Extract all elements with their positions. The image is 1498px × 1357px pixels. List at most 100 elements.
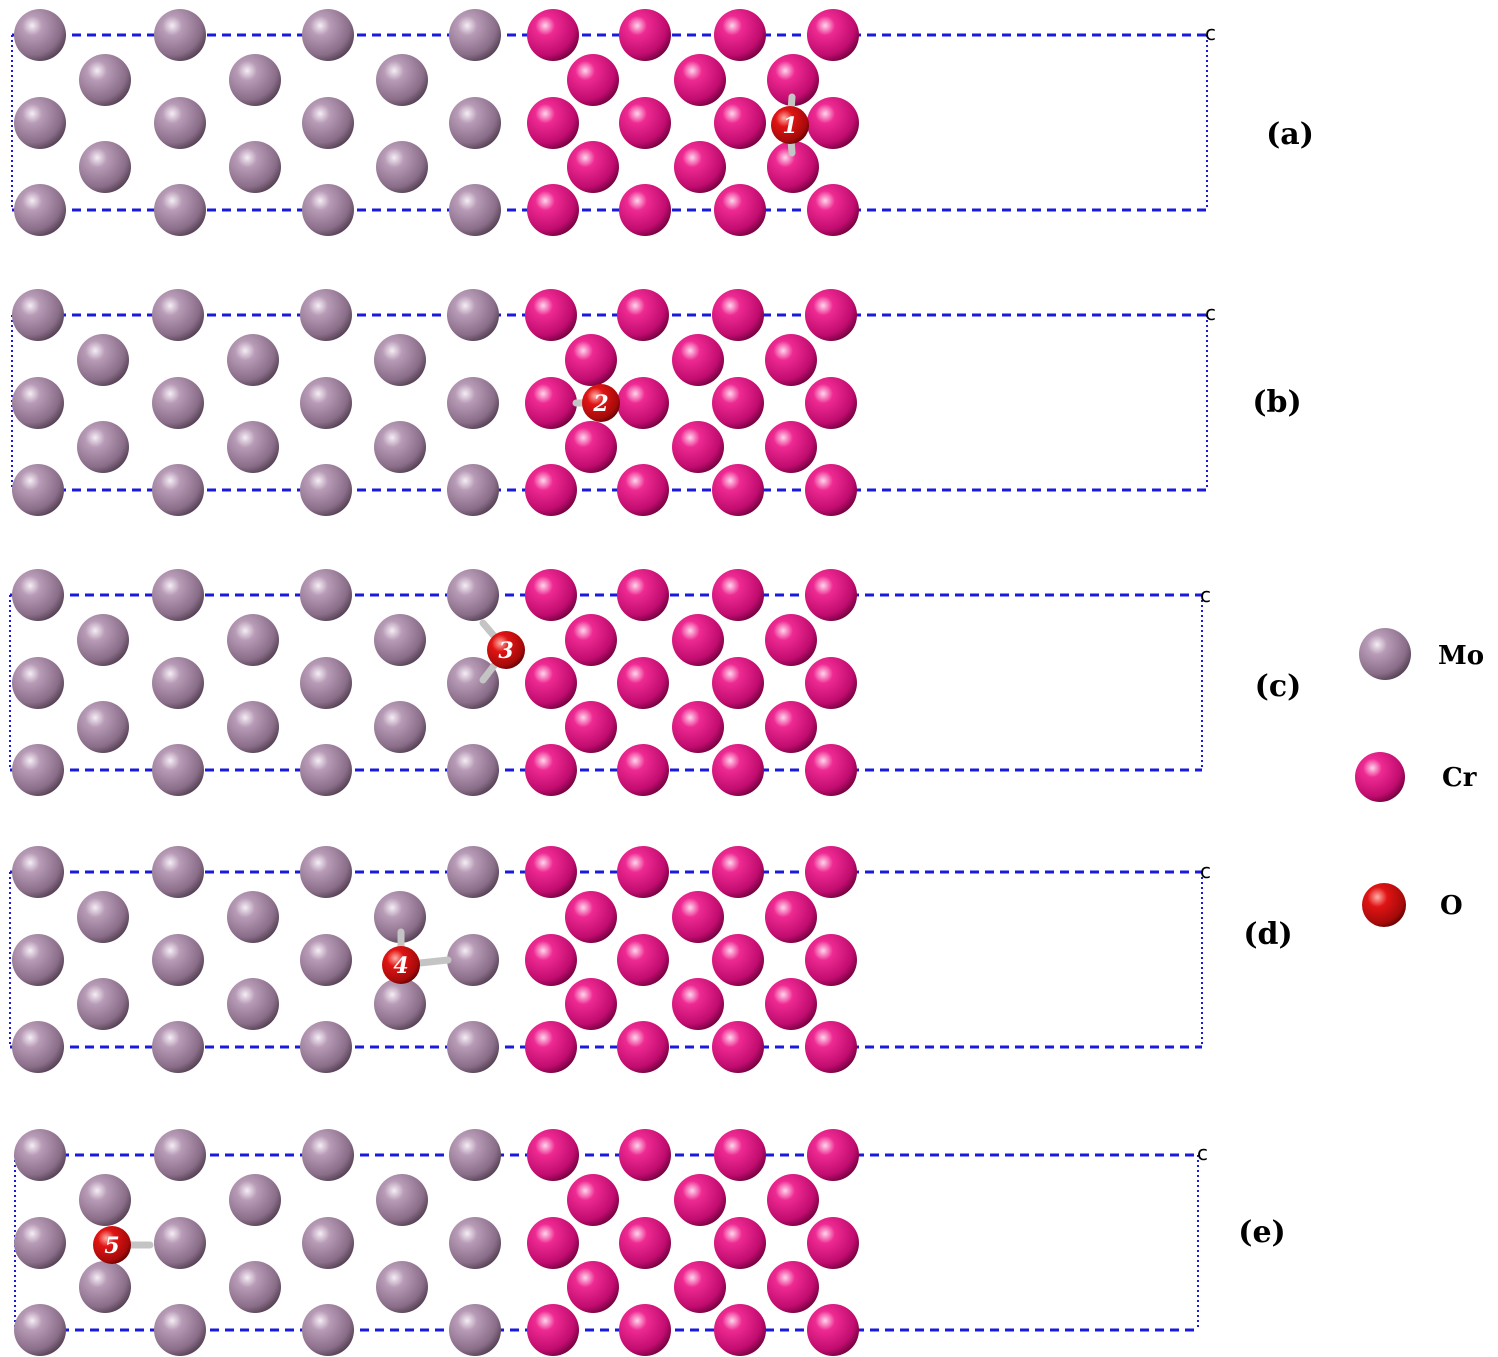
panel-a: 1c(a) [11,9,1314,236]
mo-atom [14,97,66,149]
legend-label: Cr [1442,763,1477,793]
o-atom [382,946,420,984]
mo-atom [14,1217,66,1269]
cr-atom [805,377,857,429]
mo-atom [449,184,501,236]
cr-atom [527,1217,579,1269]
mo-atom [229,54,281,106]
cr-atom [617,934,669,986]
cr-atom [712,464,764,516]
mo-atom [447,934,499,986]
panel-label: (b) [1252,385,1301,420]
cr-atom [712,569,764,621]
cr-atom [525,846,577,898]
cr-atom [765,421,817,473]
mo-atom [77,978,129,1030]
legend-item-mo: Mo [1359,628,1484,680]
cr-atom [714,1304,766,1356]
cr-atom [567,141,619,193]
site-number: 2 [592,391,608,417]
cr-atom [525,744,577,796]
mo-atom [300,657,352,709]
cr-atom [674,1261,726,1313]
cr-atom [672,614,724,666]
cr-atom [712,744,764,796]
cr-atom [527,1304,579,1356]
cr-atom [525,934,577,986]
mo-atom [77,334,129,386]
mo-atom [152,846,204,898]
cr-atom [805,744,857,796]
mo-atom [152,569,204,621]
mo-atom [154,1129,206,1181]
legend-label: O [1440,891,1463,921]
mo-atom [14,9,66,61]
mo-atom [300,377,352,429]
mo-atom [447,377,499,429]
site-number: 1 [782,113,797,139]
mo-atom [14,184,66,236]
cr-atom [672,421,724,473]
mo-atom [302,97,354,149]
cr-atom [617,1021,669,1073]
mo-atom [77,701,129,753]
panel-d: 4 c (d) [9,846,1293,1073]
cr-atom [525,1021,577,1073]
mo-atom [374,978,426,1030]
cr-atom [712,1021,764,1073]
cr-atom [565,978,617,1030]
legend-item-cr: Cr [1355,752,1477,802]
cr-atom [672,701,724,753]
cr-atom [712,289,764,341]
legend-label: Mo [1438,641,1484,671]
axis-letter: c [1200,859,1211,883]
panel-label: (d) [1243,917,1292,952]
cr-atom [617,657,669,709]
mo-atom [79,1261,131,1313]
mo-atom [447,1021,499,1073]
cr-atom [617,744,669,796]
panel-e: 5c(e) [14,1129,1286,1356]
mo-atom [229,1174,281,1226]
mo-atom [79,141,131,193]
mo-atom [77,614,129,666]
mo-atom [447,464,499,516]
mo-atom [12,377,64,429]
axis-letter: c [1200,583,1211,607]
cr-atom [767,1261,819,1313]
cr-atom [807,1217,859,1269]
cr-atom [567,1261,619,1313]
cr-atom [805,464,857,516]
cr-atom [619,1304,671,1356]
axis-letter: c [1205,21,1216,45]
panel-c: 3c(c) [9,569,1301,796]
cr-atom [807,184,859,236]
cr-atom [765,701,817,753]
cr-atom [567,1174,619,1226]
mo-atom [302,1129,354,1181]
cr-atom [525,377,577,429]
site-number: 3 [498,638,513,664]
cr-atom [619,9,671,61]
cr-atom [617,569,669,621]
mo-atom [376,141,428,193]
cr-atom [617,846,669,898]
cr-atom [767,54,819,106]
mo-atom [154,9,206,61]
mo-atom [300,934,352,986]
cr-atom [805,289,857,341]
mo-atom [300,464,352,516]
site-number: 4 [393,953,408,979]
cr-atom [807,1304,859,1356]
mo-atom [447,569,499,621]
mo-atom [152,377,204,429]
cr-atom [712,846,764,898]
cr-atom [527,9,579,61]
mo-atom [12,846,64,898]
cr-atom [565,421,617,473]
cr-atom [565,614,617,666]
mo-atom [300,569,352,621]
site-number: 5 [104,1233,119,1259]
mo-atom [227,421,279,473]
